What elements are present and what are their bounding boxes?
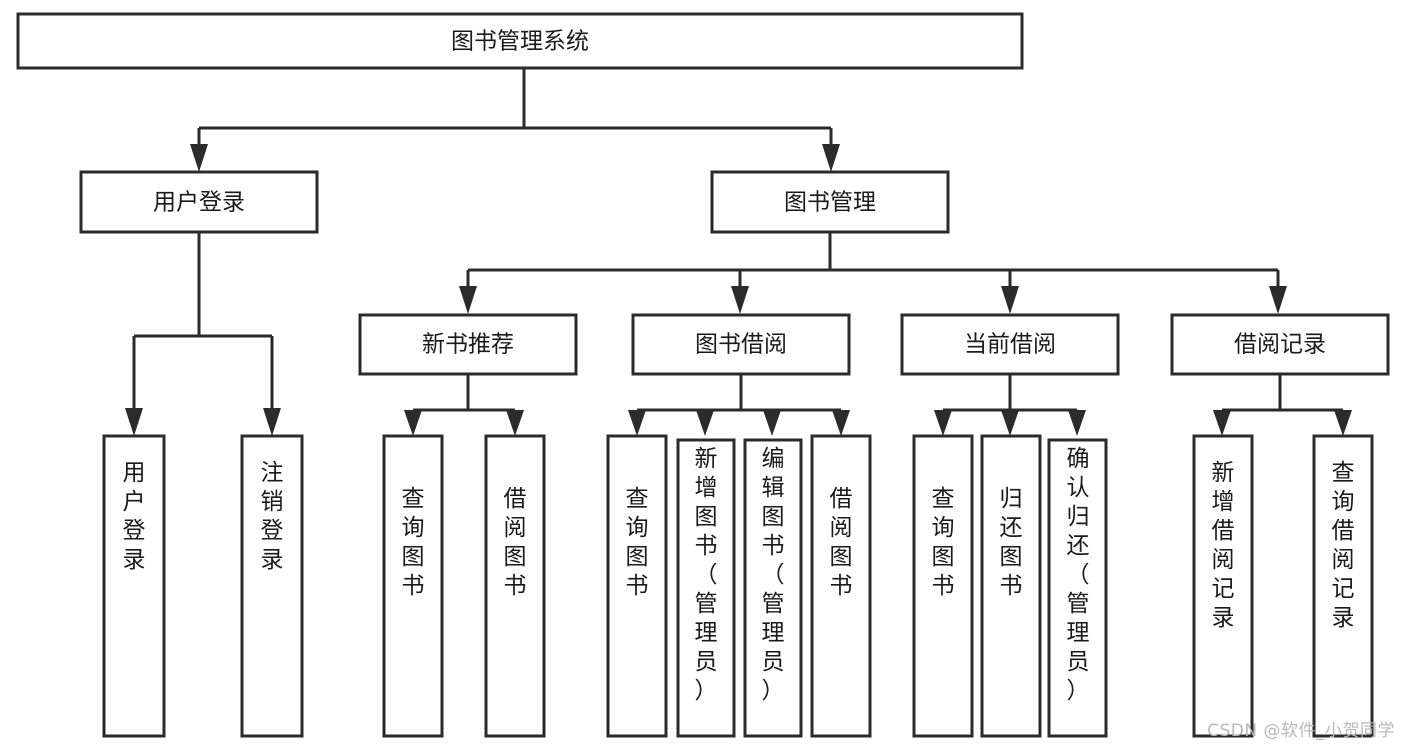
leaf-query-record-label: 查询借阅记录 [1332, 460, 1355, 631]
leaf-borrow-book-2-box[interactable] [810, 434, 872, 738]
leaf-return-book-label: 归还图书 [1000, 486, 1023, 599]
arrow-head-icon [822, 144, 840, 172]
connector-borrow-record-to-leaves [1213, 374, 1352, 436]
root-box[interactable] [16, 12, 1024, 70]
book-manage-label: 图书管理 [784, 190, 876, 216]
connector-new-book-rec-to-leaves [404, 374, 524, 436]
node-current-borrow[interactable]: 当前借阅 [900, 313, 1120, 376]
new-book-rec-box[interactable] [358, 313, 578, 376]
arrow-head-icon [832, 410, 850, 436]
leaf-confirm-return-box[interactable] [1047, 438, 1108, 738]
leaf-edit-book-label: 编辑图书（管理员） [762, 446, 785, 704]
connector-book-borrow-to-leaves [628, 374, 850, 436]
leaf-return-book[interactable]: 归还图书 [980, 434, 1042, 738]
new-book-rec-label: 新书推荐 [422, 332, 514, 358]
arrow-head-icon [125, 408, 143, 436]
leaf-user-login-box[interactable] [102, 434, 166, 738]
leaf-add-record-box[interactable] [1192, 434, 1254, 738]
leaf-query-book-1-label: 查询图书 [402, 486, 425, 599]
arrow-head-icon [1001, 286, 1019, 314]
connector-current-borrow-to-leaves [934, 374, 1086, 436]
csdn-watermark: CSDN @软件_小贺同学 [1207, 721, 1395, 741]
user-login-label: 用户登录 [153, 190, 245, 216]
connector-user-login-to-leaves [125, 232, 281, 436]
arrow-head-icon [506, 410, 524, 436]
leaf-query-book-2-box[interactable] [606, 434, 668, 738]
arrow-head-icon [763, 410, 781, 436]
node-borrow-record[interactable]: 借阅记录 [1170, 313, 1390, 376]
leaf-query-book-1-box[interactable] [382, 434, 444, 738]
leaf-borrow-book-2-label: 借阅图书 [830, 486, 853, 599]
leaf-borrow-book-1[interactable]: 借阅图书 [484, 434, 546, 738]
leaf-add-book-box[interactable] [676, 438, 736, 738]
leaf-user-login[interactable]: 用户登录 [102, 434, 166, 738]
leaf-confirm-return-label: 确认归还（管理员） [1067, 446, 1090, 704]
root-label: 图书管理系统 [451, 29, 589, 55]
user-login-box[interactable] [79, 170, 319, 234]
node-book-borrow[interactable]: 图书借阅 [631, 313, 851, 376]
leaf-query-record[interactable]: 查询借阅记录 [1312, 434, 1374, 738]
arrow-head-icon [934, 410, 952, 436]
node-book-manage[interactable]: 图书管理 [710, 170, 950, 234]
current-borrow-box[interactable] [900, 313, 1120, 376]
leaf-confirm-return[interactable]: 确认归还（管理员） [1047, 438, 1108, 738]
arrow-head-icon [1001, 410, 1019, 436]
leaf-query-book-2[interactable]: 查询图书 [606, 434, 668, 738]
leaf-query-book-3-label: 查询图书 [932, 486, 955, 599]
arrow-head-icon [1269, 286, 1287, 314]
leaf-borrow-book-2[interactable]: 借阅图书 [810, 434, 872, 738]
arrow-head-icon [731, 286, 749, 314]
connector-root-to-level2 [190, 68, 840, 172]
leaf-query-book-2-label: 查询图书 [626, 486, 649, 599]
arrow-head-icon [696, 410, 714, 436]
connector-book-manage-to-level3 [459, 232, 1287, 314]
node-root[interactable]: 图书管理系统 [16, 12, 1024, 70]
leaf-return-book-box[interactable] [980, 434, 1042, 738]
arrow-head-icon [459, 286, 477, 314]
current-borrow-label: 当前借阅 [964, 332, 1056, 358]
arrow-head-icon [190, 144, 208, 172]
leaf-borrow-book-1-label: 借阅图书 [504, 486, 527, 599]
leaf-user-logout-label: 注销登录 [261, 460, 284, 573]
leaf-add-record-label: 新增借阅记录 [1212, 460, 1235, 631]
leaf-add-book[interactable]: 新增图书（管理员） [676, 438, 736, 738]
borrow-record-label: 借阅记录 [1234, 332, 1326, 358]
arrow-head-icon [1068, 410, 1086, 436]
leaf-user-login-label: 用户登录 [123, 460, 146, 573]
arrow-head-icon [628, 410, 646, 436]
leaf-user-logout-box[interactable] [240, 434, 304, 738]
arrow-head-icon [1334, 410, 1352, 436]
arrow-head-icon [404, 410, 422, 436]
leaf-user-logout[interactable]: 注销登录 [240, 434, 304, 738]
leaf-add-book-label: 新增图书（管理员） [695, 446, 718, 704]
leaf-query-book-1[interactable]: 查询图书 [382, 434, 444, 738]
leaf-query-book-3-box[interactable] [912, 434, 974, 738]
arrow-head-icon [263, 408, 281, 436]
leaf-query-record-box[interactable] [1312, 434, 1374, 738]
leaf-borrow-book-1-box[interactable] [484, 434, 546, 738]
arrow-head-icon [1213, 410, 1231, 436]
node-new-book-rec[interactable]: 新书推荐 [358, 313, 578, 376]
leaf-edit-book[interactable]: 编辑图书（管理员） [743, 438, 803, 738]
book-borrow-label: 图书借阅 [695, 332, 787, 358]
leaf-query-book-3[interactable]: 查询图书 [912, 434, 974, 738]
leaf-edit-book-box[interactable] [743, 438, 803, 738]
leaf-add-record[interactable]: 新增借阅记录 [1192, 434, 1254, 738]
node-user-login[interactable]: 用户登录 [79, 170, 319, 234]
